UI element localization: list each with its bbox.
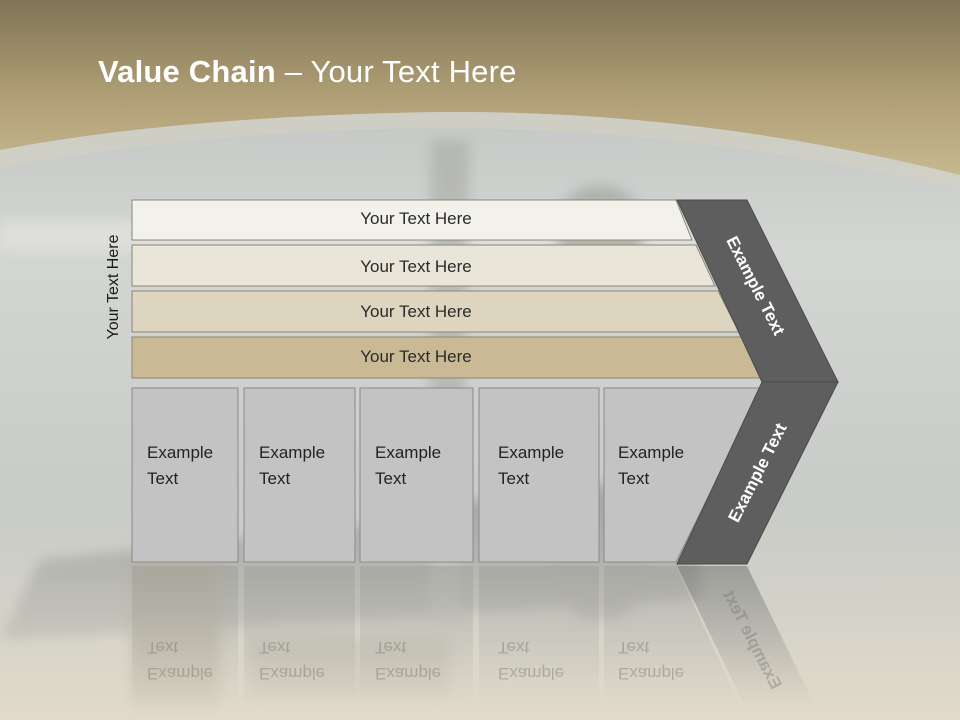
activity-box-3: [359, 387, 474, 563]
activity-box-1: [131, 387, 239, 563]
reflection-box-3: [360, 566, 473, 706]
activity-box-5: [603, 387, 763, 563]
reflection-box-1: [132, 566, 238, 706]
title-rest: – Your Text Here: [275, 54, 517, 89]
row-label-2: Your Text Here: [360, 257, 472, 276]
reflection-box-2: [244, 566, 355, 706]
chevron-lower: [676, 381, 839, 565]
reflection-box-4: [479, 566, 599, 706]
slide-title: Value Chain – Your Text Here: [98, 54, 517, 90]
reflection-chevron: [677, 566, 815, 706]
activity-box-4: [478, 387, 600, 563]
row-label-3: Your Text Here: [360, 302, 472, 321]
row-label-4: Your Text Here: [360, 347, 472, 366]
row-bar-2: [131, 244, 716, 287]
title-bold: Value Chain: [98, 54, 276, 89]
activity-box-2: [243, 387, 356, 563]
row-label-1: Your Text Here: [360, 209, 472, 228]
reflection-box-5: [604, 566, 740, 706]
row-bar-1: [131, 199, 693, 241]
header-band: [0, 0, 960, 190]
